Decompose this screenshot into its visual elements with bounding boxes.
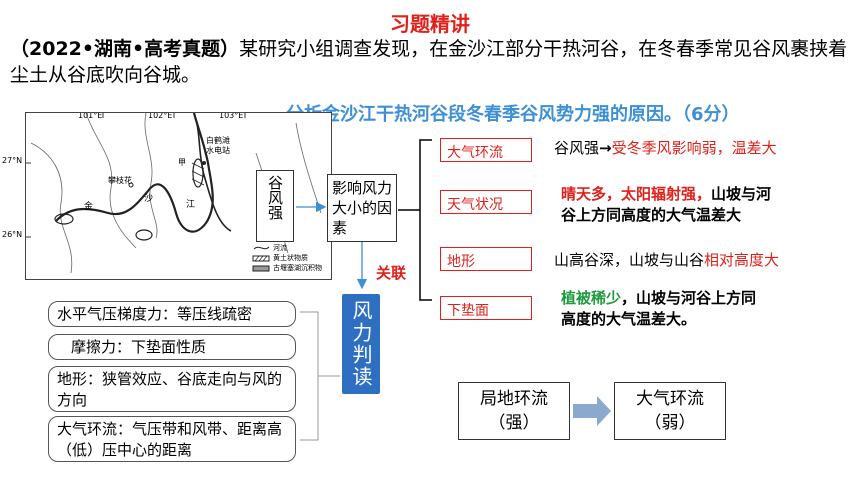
- relation-label: 关联: [376, 264, 407, 282]
- factor-weather: 天气状况: [440, 190, 532, 214]
- lat-label: 27°N: [2, 156, 23, 165]
- answer-weather-red: 晴天多，太阳辐射强，: [561, 185, 712, 203]
- analysis-question: 分析金沙江干热河谷段冬春季谷风势力强的原因。（6分）: [286, 104, 740, 125]
- answer-circulation-plain: 谷风强: [554, 139, 600, 157]
- map-place: 白鹤滩: [206, 136, 230, 145]
- answer-weather-bold-2: 谷上方同高度的大气温差大: [561, 206, 742, 224]
- answer-terrain-red: 相对高度大: [704, 251, 780, 269]
- answer-circulation: 谷风强→受冬季风影响弱，温差大: [554, 138, 777, 159]
- answer-weather-bold-1: 山坡与河: [711, 185, 772, 203]
- question-source: （2022•湖南•高考真题）: [10, 38, 240, 60]
- valley-wind-label: 谷风强: [266, 175, 284, 220]
- local-circulation-box: 局地环流 （强）: [458, 382, 570, 440]
- wind-analysis-button[interactable]: 风力判读: [342, 294, 380, 394]
- lon-label: 103°E: [219, 112, 244, 120]
- map-legend-item: 河流: [273, 244, 287, 252]
- page-title: 习题精讲: [390, 12, 470, 36]
- answer-surface-bold-2: 高度的大气温差大。: [561, 310, 697, 328]
- map-place: 沙: [144, 194, 154, 204]
- local-circulation-label: 局地环流: [480, 389, 548, 409]
- question-text: 某研究小组调查发现，在金沙江部分干热河谷，在冬春季常见谷风裹挟着尘土从谷底吹向谷…: [10, 38, 848, 86]
- answer-surface-bold-1: ，山坡与河谷上方同: [621, 289, 757, 307]
- map-place: 水电站: [206, 146, 230, 155]
- map-place: 金: [84, 202, 94, 212]
- map-legend-item: 古堰塞湖沉积物: [273, 264, 322, 272]
- factor-item-friction: 摩擦力：下垫面性质: [48, 334, 296, 360]
- lon-label: 102°E: [148, 112, 173, 120]
- right-arrow-icon: [573, 396, 611, 426]
- map-place: 甲: [178, 158, 186, 167]
- atmospheric-circulation-label: 大气环流: [636, 389, 704, 409]
- lon-label: 101°E: [78, 112, 103, 120]
- map-legend-item: 黄土状物质: [273, 254, 308, 262]
- local-circulation-strength: （强）: [488, 413, 540, 433]
- atmospheric-circulation-box: 大气环流 （弱）: [614, 382, 726, 440]
- factor-underlying-surface: 下垫面: [440, 296, 532, 320]
- factor-item-pressure-gradient: 水平气压梯度力：等压线疏密: [48, 301, 296, 327]
- map-place: 江: [186, 200, 196, 210]
- factor-item-terrain: 地形：狭管效应、谷底走向与风的方向: [48, 366, 296, 412]
- wind-factors-label: 影响风力大小的因素: [332, 179, 393, 237]
- factor-atmospheric-circulation: 大气环流: [440, 138, 532, 162]
- atmospheric-circulation-strength: （弱）: [644, 413, 696, 433]
- map-place: 攀枝花: [108, 176, 132, 185]
- answer-circulation-red: 受冬季风影响弱，温差大: [611, 139, 777, 157]
- valley-wind-box: 谷风强: [256, 170, 294, 242]
- answer-terrain-plain: 山高谷深，山坡与山谷: [554, 251, 705, 269]
- question-intro: （2022•湖南•高考真题）某研究小组调查发现，在金沙江部分干热河谷，在冬春季常…: [10, 36, 855, 88]
- lat-label: 26°N: [2, 230, 23, 239]
- factor-item-circulation: 大气环流：气压带和风带、距离高（低）压中心的距离: [48, 416, 296, 462]
- answer-surface-green: 植被稀少: [561, 289, 622, 307]
- arrow-icon: →: [599, 139, 612, 157]
- answer-weather: 晴天多，太阳辐射强，山坡与河 谷上方同高度的大气温差大: [561, 184, 836, 226]
- answer-surface: 植被稀少，山坡与河谷上方同 高度的大气温差大。: [561, 288, 831, 330]
- factor-terrain: 地形: [440, 247, 532, 271]
- answer-terrain: 山高谷深，山坡与山谷相对高度大: [554, 250, 779, 271]
- wind-factors-box: 影响风力大小的因素: [327, 174, 397, 242]
